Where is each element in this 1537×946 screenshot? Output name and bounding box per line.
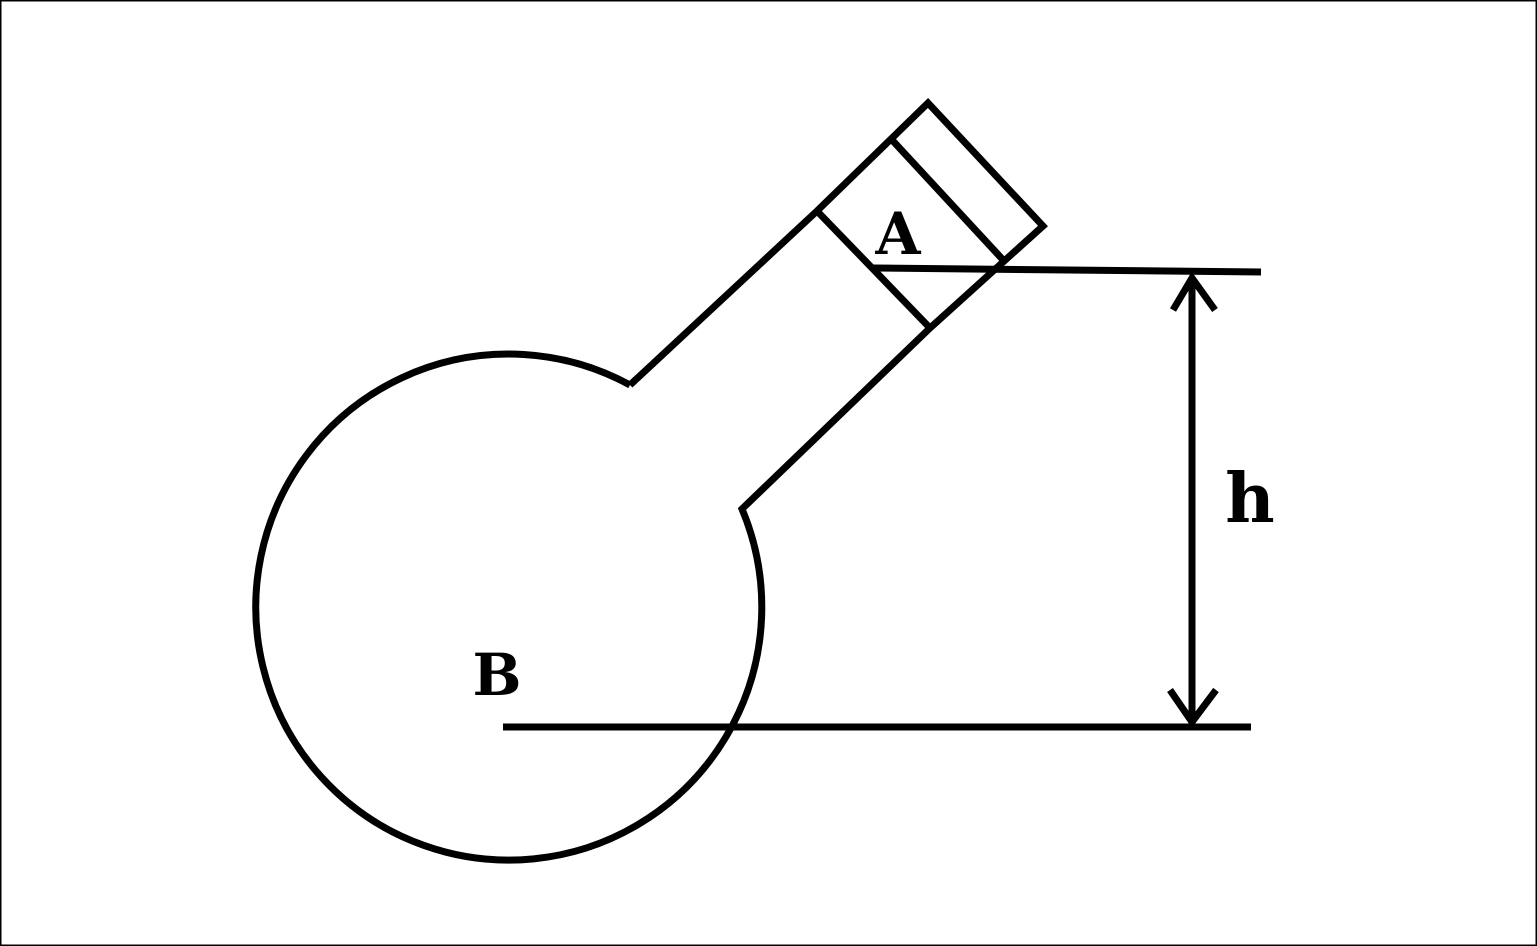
label-b: B — [472, 641, 521, 709]
label-h: h — [1225, 459, 1274, 539]
neck-band-upper — [890, 138, 1008, 265]
label-a: A — [874, 200, 921, 268]
height-arrow-head-bottom — [1167, 687, 1219, 728]
height-arrow-head-top — [1169, 271, 1218, 313]
flask-outline — [252, 98, 1048, 864]
level-line-a — [872, 264, 1262, 276]
